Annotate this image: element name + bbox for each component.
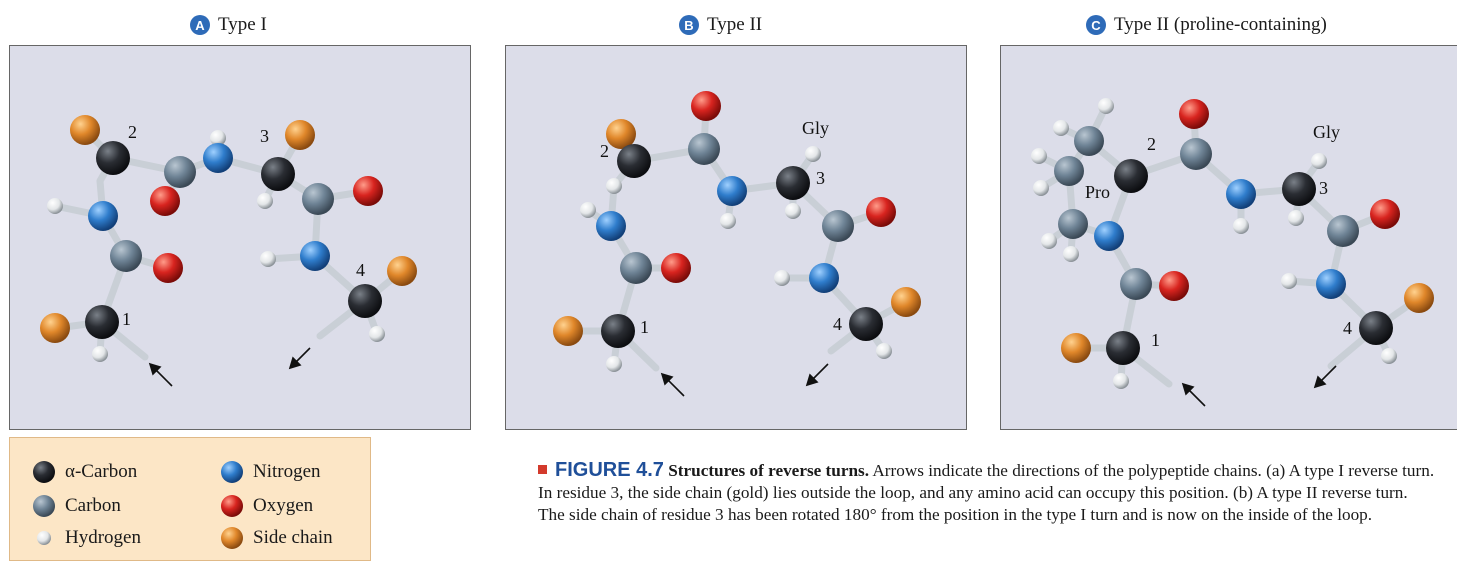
panel-b-title: Type II (707, 14, 763, 35)
residue-label: 2 (128, 122, 137, 142)
residue-label: 3 (260, 126, 269, 146)
panel-a-title: Type I (218, 14, 267, 35)
caption-title: Structures of reverse turns. (668, 461, 870, 480)
chain-direction-arrows (1181, 365, 1337, 407)
atom-legend: α-Carbon Nitrogen Carbon Oxygen Hydrogen… (9, 437, 371, 561)
chain-direction-arrows (148, 347, 311, 387)
residue-label: 1 (640, 317, 649, 337)
legend-label: Nitrogen (253, 461, 321, 482)
legend-label: Hydrogen (65, 527, 141, 548)
residue-label: Gly (1313, 122, 1340, 142)
legend-nitrogen: Nitrogen (220, 460, 321, 484)
panel-a-diagram: 2 3 1 4 (9, 45, 471, 430)
legend-oxygen: Oxygen (220, 494, 313, 518)
chain-direction-arrows (660, 363, 829, 397)
type-i-turn-model: 2 3 1 4 (40, 115, 417, 387)
residue-label: 2 (600, 141, 609, 161)
oxygen-sphere-icon (221, 495, 243, 517)
side-chain-sphere-icon (221, 527, 243, 549)
residue-label: 4 (833, 314, 842, 334)
panel-c-badge: C (1086, 15, 1106, 35)
panel-b-badge: B (679, 15, 699, 35)
nitrogen-sphere-icon (221, 461, 243, 483)
panel-a-header: A Type I (190, 12, 267, 38)
residue-label: 2 (1147, 134, 1156, 154)
residue-label: 4 (356, 260, 365, 280)
carbon-sphere-icon (33, 495, 55, 517)
legend-label: Side chain (253, 527, 333, 548)
legend-carbon: Carbon (32, 494, 121, 518)
figure-label: FIGURE 4.7 (555, 459, 664, 481)
panel-a-badge: A (190, 15, 210, 35)
residue-label: 1 (1151, 330, 1160, 350)
residue-label: Pro (1085, 182, 1110, 202)
caption-bullet-icon (538, 465, 547, 474)
panel-b-diagram: Gly 2 3 1 4 (505, 45, 967, 430)
type-ii-proline-turn-model: 2 Gly Pro 3 1 4 (1031, 98, 1434, 407)
panel-c-diagram: 2 Gly Pro 3 1 4 (1000, 45, 1457, 430)
legend-label: Carbon (65, 495, 121, 516)
legend-label: Oxygen (253, 495, 314, 516)
panel-b-header: B Type II (679, 12, 762, 38)
figure-caption: FIGURE 4.7 Structures of reverse turns. … (538, 459, 1438, 526)
panel-c-title: Type II (proline-containing) (1114, 14, 1327, 35)
hydrogen-sphere-icon (37, 531, 51, 545)
alpha-carbon-sphere-icon (33, 461, 55, 483)
residue-label: 3 (816, 168, 825, 188)
legend-hydrogen: Hydrogen (32, 526, 141, 550)
type-ii-turn-model: Gly 2 3 1 4 (553, 91, 921, 397)
legend-alpha-carbon: α-Carbon (32, 460, 137, 484)
residue-label: 4 (1343, 318, 1352, 338)
legend-side-chain: Side chain (220, 526, 333, 550)
residue-label: Gly (802, 118, 829, 138)
residue-label: 1 (122, 309, 131, 329)
caption-text: Arrows indicate the directions of the po… (538, 461, 1435, 524)
residue-label: 3 (1319, 178, 1328, 198)
legend-label: α-Carbon (65, 461, 138, 482)
panel-c-header: C Type II (proline-containing) (1086, 12, 1327, 38)
